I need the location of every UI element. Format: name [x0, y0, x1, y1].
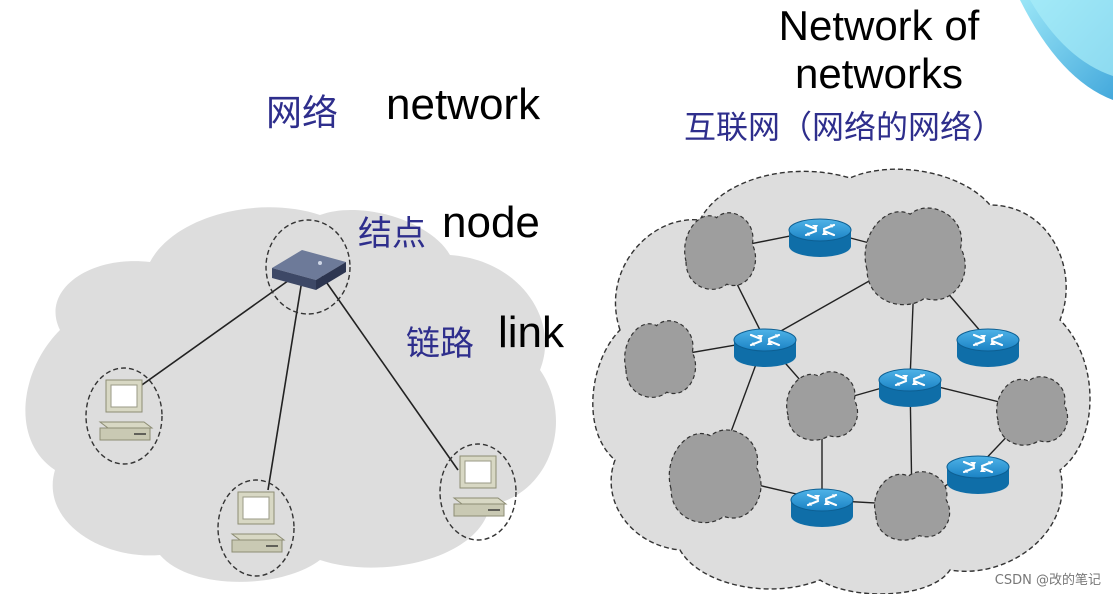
router-icon: [790, 488, 854, 527]
title-network-of-networks: Network of networks: [778, 2, 980, 97]
router-icon: [788, 218, 852, 257]
links: [131, 275, 459, 491]
network-switch-icon: [265, 219, 351, 315]
title-network-en: network: [386, 80, 541, 129]
network-cloud: [25, 207, 556, 582]
watermark: CSDN @改的笔记: [994, 573, 1101, 588]
network-cloud-icon: [668, 429, 762, 524]
computer-icon: [217, 479, 295, 577]
label-link-cn: 链路: [406, 324, 474, 364]
router-icon: [956, 328, 1020, 367]
title-internet-cn: 互联网（网络的网络）: [684, 108, 1005, 146]
network-cloud-icon: [684, 212, 757, 290]
corner-decoration: [1020, 0, 1113, 100]
label-node-cn: 结点: [358, 214, 426, 254]
computer-icon: [439, 443, 517, 541]
title-network-cn: 网络: [266, 93, 339, 134]
router-icon: [946, 455, 1010, 494]
label-node-en: node: [442, 198, 540, 247]
network-cloud-icon: [864, 207, 966, 306]
network-cloud-icon: [996, 376, 1069, 446]
network-cloud-icon: [786, 371, 859, 441]
router-icon: [733, 328, 797, 367]
router-icon: [878, 368, 942, 407]
label-link-en: link: [498, 308, 565, 357]
computer-icon: [85, 367, 163, 465]
network-cloud-icon: [624, 320, 697, 398]
network-cloud-icon: [874, 471, 951, 541]
